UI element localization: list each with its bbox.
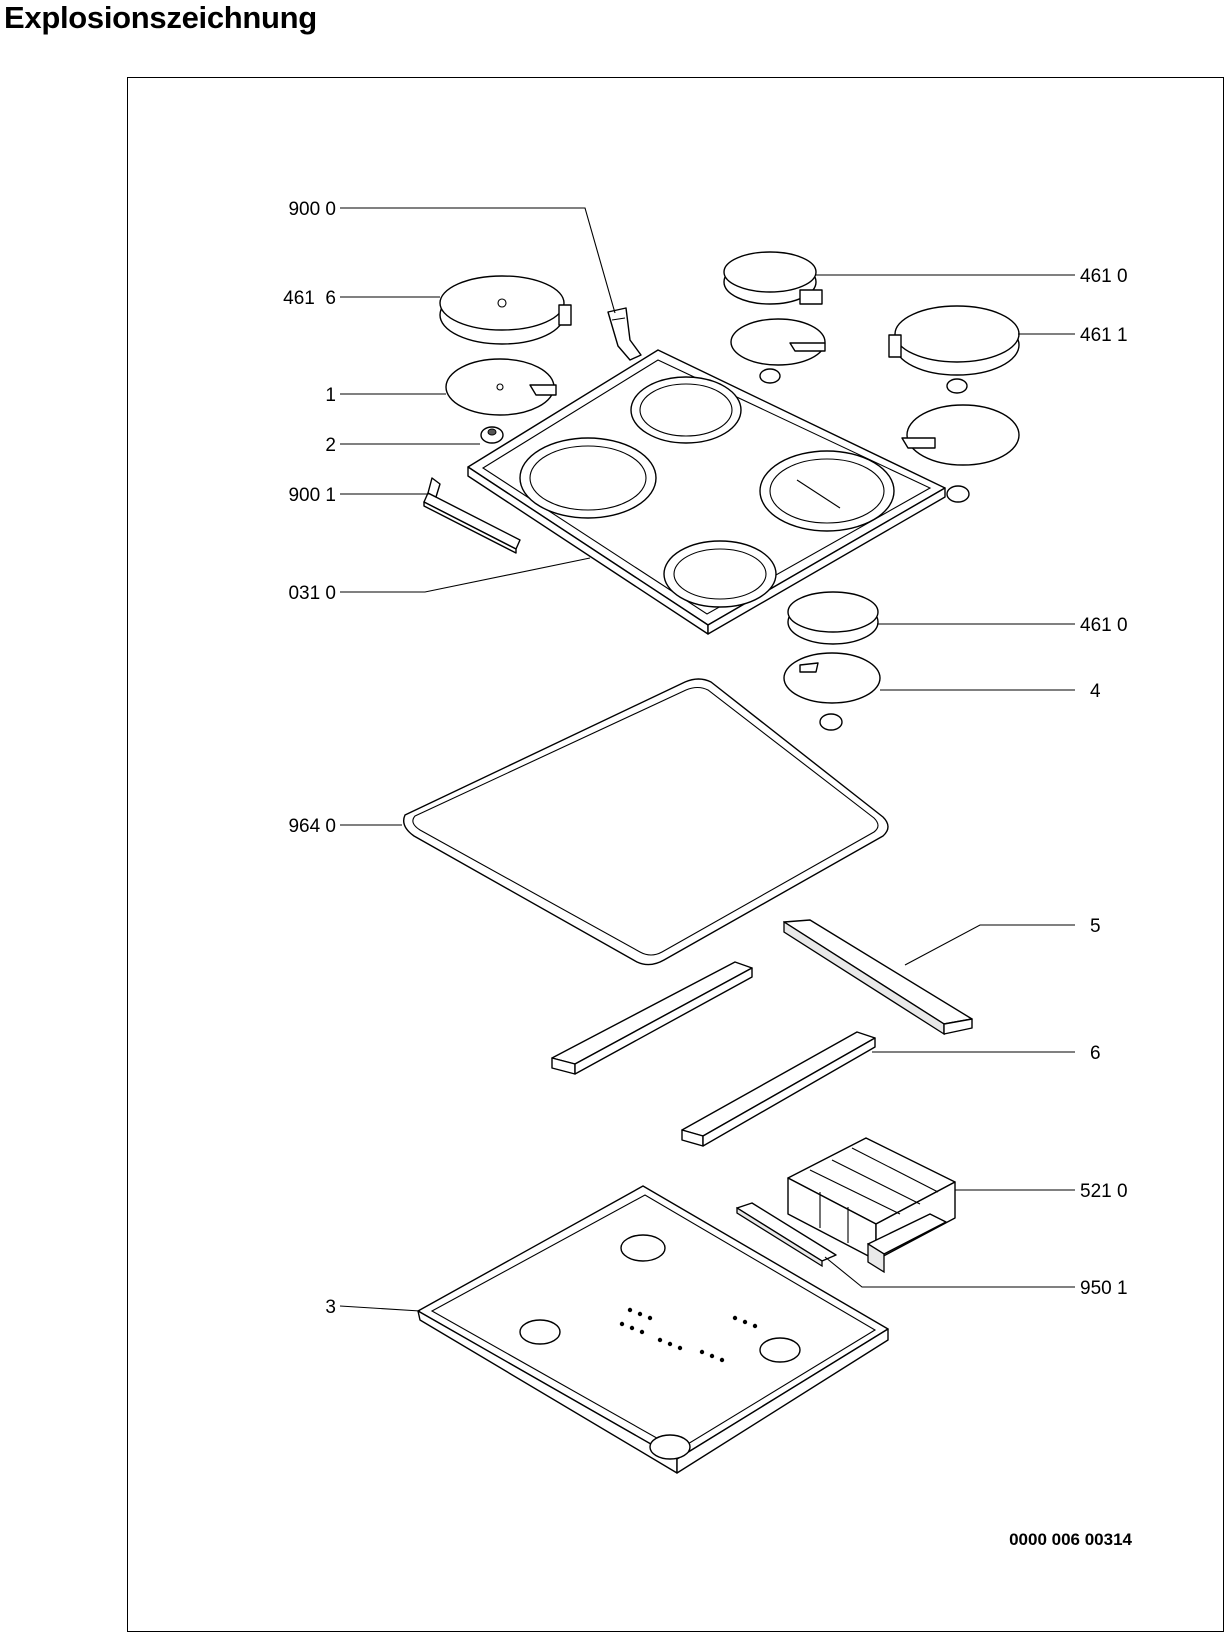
bracket-9000-part <box>607 307 642 361</box>
callout-5210: 521 0 <box>1080 1181 1128 1202</box>
callout-4: 4 <box>1090 681 1101 702</box>
strip-9501-part <box>736 1202 837 1268</box>
callout-5: 5 <box>1090 916 1101 937</box>
callout-4611: 461 1 <box>1080 325 1128 346</box>
callout-4610b: 461 0 <box>1080 615 1128 636</box>
nut-2-part <box>480 426 504 444</box>
callout-9000: 900 0 <box>288 199 336 220</box>
control-housing-5210-part <box>787 1137 956 1274</box>
gasket-9640-part <box>402 678 889 966</box>
callout-9001: 900 1 <box>288 485 336 506</box>
disk-1-part <box>445 358 557 416</box>
bracket-9001-part <box>423 477 521 554</box>
callout-labels: 900 0 461 6 1 2 900 1 031 0 964 0 3 461 … <box>283 199 1127 1318</box>
callout-2: 2 <box>325 435 336 456</box>
hotplate-4611-part <box>888 305 1020 503</box>
callout-9501: 950 1 <box>1080 1278 1128 1299</box>
callout-4610a: 461 0 <box>1080 266 1128 287</box>
callout-1: 1 <box>325 385 336 406</box>
callout-3: 3 <box>325 1297 336 1318</box>
callout-0310: 031 0 <box>288 583 336 604</box>
callout-6: 6 <box>1090 1043 1101 1064</box>
hotplate-4616-part <box>439 275 572 345</box>
drawing-frame <box>127 77 1224 1632</box>
hotplate-4610-lower-part <box>783 591 881 731</box>
page-title: Explosionszeichnung <box>4 0 317 35</box>
hotplate-4610-top-part <box>723 251 826 384</box>
rail-6a-part <box>551 961 753 1075</box>
callout-4616: 461 6 <box>283 288 336 309</box>
leader-lines <box>339 207 1075 1312</box>
base-tray-3-part <box>417 1185 889 1474</box>
document-number: 0000 006 00314 <box>1009 1530 1132 1549</box>
callout-9640: 964 0 <box>288 816 336 837</box>
rail-6b-part <box>681 1031 876 1147</box>
rail-5-part <box>783 919 973 1036</box>
hob-frame-part <box>467 349 946 635</box>
